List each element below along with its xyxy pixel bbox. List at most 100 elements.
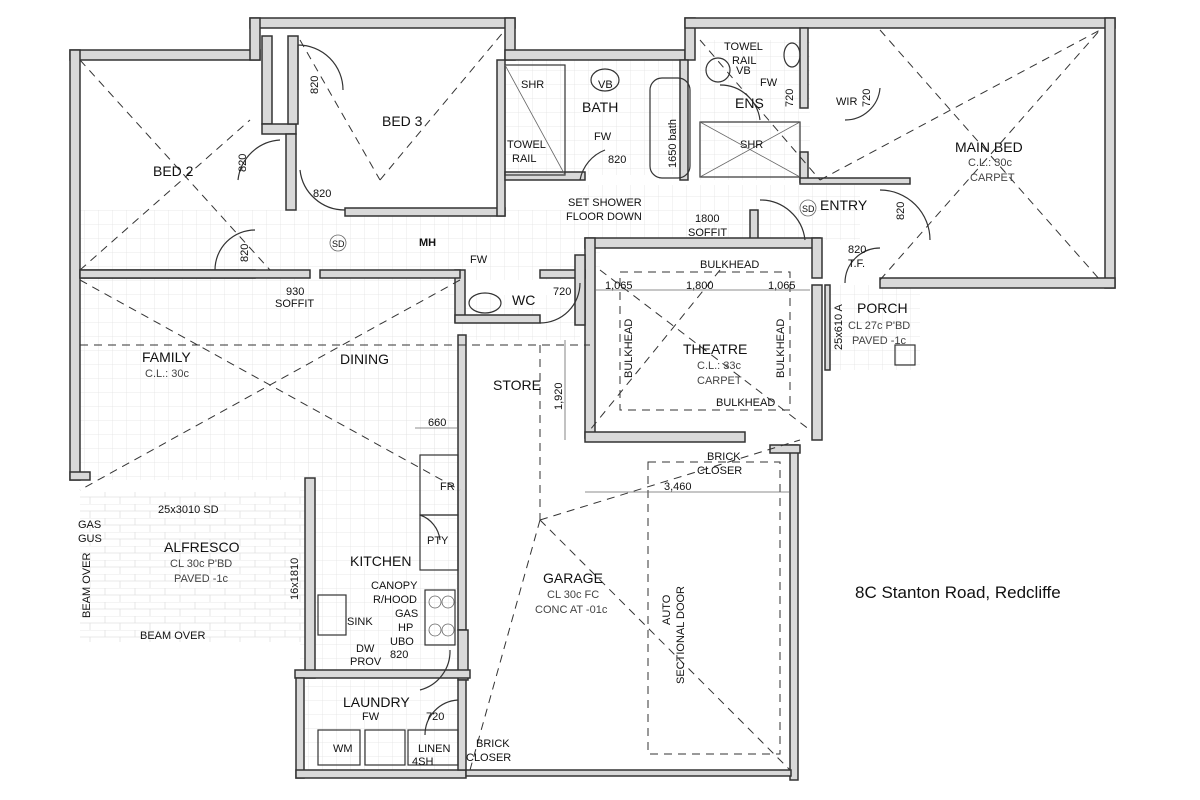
- ubo-label: UBO: [390, 636, 414, 648]
- hp-label: HP: [398, 622, 413, 634]
- wc-toilet-icon: [468, 292, 502, 314]
- gas-gus-label-b: GUS: [78, 533, 102, 545]
- roof-lines: [79, 29, 1101, 771]
- bulkhead-bottom-label: BULKHEAD: [716, 397, 775, 409]
- porch-feature: [894, 344, 916, 366]
- theatre-cl: C.L.: 33c: [697, 360, 742, 372]
- porch-cl: CL 27c P'BD: [848, 320, 910, 332]
- floor-tiles: [80, 40, 920, 770]
- store-label: STORE: [493, 377, 541, 393]
- brick-closer-label-a: BRICK: [707, 451, 741, 463]
- mh-label: MH: [419, 237, 436, 249]
- tf-label-b: T.F.: [848, 258, 865, 270]
- fw-hall-label: FW: [470, 254, 488, 266]
- dim-720-laundry: 720: [426, 711, 444, 723]
- towel-rail-label-b: RAIL: [512, 153, 536, 165]
- bed3-label: BED 3: [382, 113, 423, 129]
- dimension-labels: 1,065 1,800 1,065 1,920 3,460 660 720 72…: [237, 76, 907, 723]
- garage-door-outline: [647, 461, 781, 755]
- towel-rail-label: TOWEL: [507, 139, 546, 151]
- shr-label: SHR: [521, 79, 544, 91]
- 4sh-label: 4SH: [412, 756, 433, 768]
- dw-label: DW: [356, 643, 375, 655]
- dim-1065-right: 1,065: [768, 280, 796, 292]
- alfresco-cl: CL 30c P'BD: [170, 558, 232, 570]
- wm-label: WM: [333, 743, 353, 755]
- towel-rail2-label-b: RAIL: [732, 55, 756, 67]
- fixture-labels: SHR SHR VB VB FW FW FW FW TOWEL RAIL TOW…: [78, 41, 866, 768]
- soffit-930-label-b: SOFFIT: [275, 298, 314, 310]
- kitchen-fixtures: [317, 454, 459, 766]
- gas-gus-label-a: GAS: [78, 519, 101, 531]
- smoke-detector-icon-2: [799, 199, 817, 217]
- family-label: FAMILY: [142, 349, 191, 365]
- dim-720-wc: 720: [553, 286, 571, 298]
- dim-1920: 1,920: [553, 382, 565, 410]
- smoke-detector-icon: [329, 234, 347, 252]
- wir-label: WIR: [836, 96, 857, 108]
- beam-over-vertical-label: BEAM OVER: [81, 553, 93, 618]
- dim-820-kitchen: 820: [390, 649, 408, 661]
- dim-720-ens: 720: [784, 89, 796, 107]
- bath-label: BATH: [582, 99, 618, 115]
- dim-820-entry: 820: [895, 202, 907, 220]
- bath-fixtures: [468, 42, 801, 314]
- vanity-basin-icon: [590, 68, 620, 92]
- fw-bath-label: FW: [594, 131, 612, 143]
- sliding-door-16x1810-label: 16x1810: [289, 558, 301, 600]
- sd-label: SD: [332, 239, 345, 249]
- canopy-label: CANOPY: [371, 580, 418, 592]
- brick-closer2-label-b: CLOSER: [466, 752, 511, 764]
- auto-door-label-a: AUTO: [661, 594, 673, 625]
- brick-closer2-label-a: BRICK: [476, 738, 510, 750]
- prov-label: PROV: [350, 656, 382, 668]
- family-cl: C.L.: 30c: [145, 368, 190, 380]
- dimension-lines: [415, 289, 810, 493]
- soffit-930-label-a: 930: [286, 286, 304, 298]
- set-shower-label-b: FLOOR DOWN: [566, 211, 642, 223]
- tf-label-a: 820: [848, 244, 866, 256]
- laundry-label: LAUNDRY: [343, 694, 410, 710]
- dim-820-bed3-lower: 820: [313, 188, 331, 200]
- dim-820-bed2-door: 820: [237, 154, 249, 172]
- bed2-label: BED 2: [153, 163, 194, 179]
- main-bed-floor: CARPET: [970, 172, 1015, 184]
- main-bed-label: MAIN BED: [955, 139, 1023, 155]
- bulkhead-right-label: BULKHEAD: [775, 319, 787, 378]
- rhood-label: R/HOOD: [373, 594, 417, 606]
- bulkhead-left-label: BULKHEAD: [623, 319, 635, 378]
- theatre-floor: CARPET: [697, 375, 742, 387]
- dim-1065-left: 1,065: [605, 280, 633, 292]
- window-25x610-label: 25x610 A: [833, 303, 845, 350]
- sink-label: SINK: [347, 616, 373, 628]
- sliding-door-25x3010-label: 25x3010 SD: [158, 504, 219, 516]
- dining-label: DINING: [340, 351, 389, 367]
- brick-closer-label-b: CLOSER: [697, 465, 742, 477]
- theatre-bulkhead: [619, 271, 791, 411]
- sink-icon: [317, 594, 347, 636]
- fr-label: FR: [440, 481, 455, 493]
- entry-label: ENTRY: [820, 197, 868, 213]
- fw-ens-label: FW: [760, 77, 778, 89]
- porch-label: PORCH: [857, 300, 908, 316]
- garage-cl: CL 30c FC: [547, 589, 599, 601]
- ens-label: ENS: [735, 95, 764, 111]
- dim-1800: 1,800: [686, 280, 714, 292]
- shr2-label: SHR: [740, 139, 763, 151]
- pty-label: PTY: [427, 535, 449, 547]
- dim-720-wir: 720: [861, 89, 873, 107]
- garage-label: GARAGE: [543, 570, 603, 586]
- alfresco-paved: PAVED -1c: [174, 573, 228, 585]
- set-shower-label-a: SET SHOWER: [568, 197, 642, 209]
- towel-rail2-label: TOWEL: [724, 41, 763, 53]
- dim-820-bed2-lower: 820: [239, 244, 251, 262]
- auto-door-label-b: SECTIONAL DOOR: [675, 586, 687, 684]
- kitchen-label: KITCHEN: [350, 553, 411, 569]
- linen-label: LINEN: [418, 743, 450, 755]
- bulkhead-top-label: BULKHEAD: [700, 259, 759, 271]
- soffit-1800-label-b: SOFFIT: [688, 227, 727, 239]
- theatre-label: THEATRE: [683, 341, 747, 357]
- room-labels: BED 2 BED 3 BATH ENS MAIN BED C.L.: 30c …: [142, 95, 1023, 710]
- wc-label: WC: [512, 292, 535, 308]
